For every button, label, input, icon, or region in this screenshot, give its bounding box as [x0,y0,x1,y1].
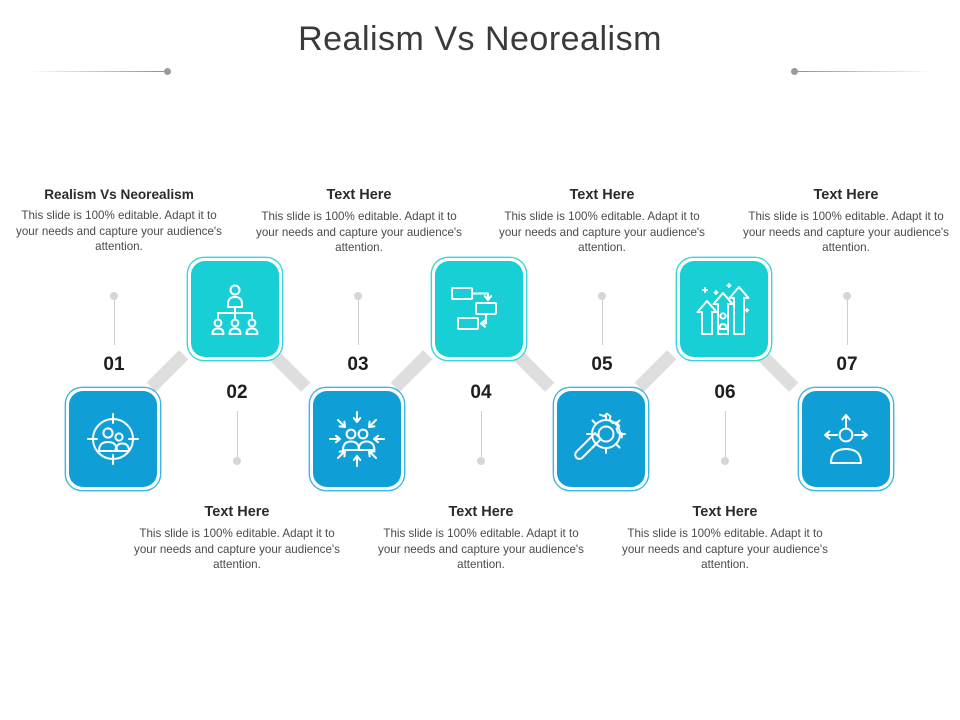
page-title: Realism Vs Neorealism [298,20,662,58]
growth-arrows-person-icon [696,282,752,336]
number-02-leader [236,411,238,457]
tile-03[interactable] [310,388,404,490]
number-03-label: 03 [347,354,369,375]
text-block-01-heading: Realism Vs Neorealism [44,187,194,202]
number-01-label: 01 [103,354,125,375]
flowchart-process-icon [450,284,508,334]
connector-3 [390,350,433,392]
number-04-dot [477,457,485,465]
title-rule-right-line [794,71,934,72]
number-group-03: 03 [323,292,393,375]
title-rule-left-dot [164,68,171,75]
text-block-06-heading: Text Here [692,504,758,520]
text-block-03-body: This slide is 100% editable. Adapt it to… [256,210,462,254]
connector-1 [146,350,189,392]
number-02-label: 02 [226,382,248,403]
number-03-leader [357,299,359,345]
number-07-dot [843,292,851,300]
number-04-label: 04 [470,382,492,403]
text-block-05-body: This slide is 100% editable. Adapt it to… [499,210,705,254]
number-group-07: 07 [812,292,882,375]
title-rule-left-line [28,71,168,72]
tile-05[interactable] [554,388,648,490]
number-05-dot [598,292,606,300]
title-rule-left [28,68,171,75]
number-07-leader [846,299,848,345]
number-group-02: 02 [202,382,272,465]
text-block-03-heading: Text Here [326,187,392,203]
number-02-dot [233,457,241,465]
text-block-06: Text Here This slide is 100% editable. A… [618,504,832,573]
people-target-icon [85,411,141,467]
text-block-04: Text Here This slide is 100% editable. A… [374,504,588,573]
org-hierarchy-icon [207,283,263,335]
text-block-01-body: This slide is 100% editable. Adapt it to… [16,209,222,253]
title-rule-right-dot [791,68,798,75]
tile-02[interactable] [188,258,282,360]
tile-01[interactable] [66,388,160,490]
text-block-06-body: This slide is 100% editable. Adapt it to… [622,527,828,571]
number-06-leader [724,411,726,457]
number-07-label: 07 [836,354,858,375]
tile-04[interactable] [432,258,526,360]
number-group-04: 04 [446,382,516,465]
gear-wrench-icon [573,411,629,467]
text-block-05-heading: Text Here [569,187,635,203]
number-group-06: 06 [690,382,760,465]
text-block-04-body: This slide is 100% editable. Adapt it to… [378,527,584,571]
text-block-05: Text Here This slide is 100% editable. A… [495,187,709,256]
text-block-04-heading: Text Here [448,504,514,520]
number-group-01: 01 [79,292,149,375]
connector-5 [634,350,677,392]
number-03-dot [354,292,362,300]
number-05-label: 05 [591,354,613,375]
number-01-leader [113,299,115,345]
people-converge-arrows-icon [328,410,386,468]
text-block-01: Realism Vs Neorealism This slide is 100%… [12,187,226,255]
text-block-02-body: This slide is 100% editable. Adapt it to… [134,527,340,571]
text-block-07-heading: Text Here [813,187,879,203]
tile-07[interactable] [799,388,893,490]
number-06-label: 06 [714,382,736,403]
number-04-leader [480,411,482,457]
person-expand-arrows-icon [818,413,874,465]
title-rule-right [791,68,934,75]
number-01-dot [110,292,118,300]
number-06-dot [721,457,729,465]
text-block-07: Text Here This slide is 100% editable. A… [739,187,953,256]
text-block-03: Text Here This slide is 100% editable. A… [252,187,466,256]
number-05-leader [601,299,603,345]
tile-06[interactable] [677,258,771,360]
text-block-02-heading: Text Here [204,504,270,520]
number-group-05: 05 [567,292,637,375]
text-block-07-body: This slide is 100% editable. Adapt it to… [743,210,949,254]
text-block-02: Text Here This slide is 100% editable. A… [130,504,344,573]
